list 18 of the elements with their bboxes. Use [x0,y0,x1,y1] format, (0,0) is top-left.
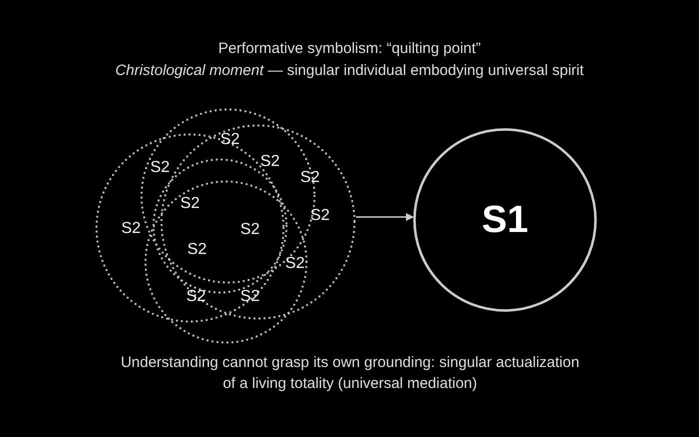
s2-label: S2 [310,207,330,225]
s2-label: S2 [220,131,240,149]
s2-label: S2 [260,153,280,171]
s2-label: S2 [285,255,305,273]
circle-node: S1 [413,128,597,312]
s2-label: S2 [121,220,141,238]
title: Performative symbolism: “quilting point” [217,40,482,57]
dotted-circle [95,133,285,323]
s2-label: S2 [186,288,206,306]
arrow [356,213,414,221]
subtitle: Christological moment — singular individual embodying universal spirit [114,62,585,79]
s2-label: S2 [240,288,260,306]
s2-label: S2 [150,159,170,177]
caption: Understanding cannot grasp its own grounding: singular actualization of a living totality (universal mediation) [120,353,580,394]
s2-label: S2 [187,241,207,259]
s2-label: S2 [180,195,200,213]
s2-label: S2 [300,169,320,187]
s2-label: S2 [240,221,260,239]
